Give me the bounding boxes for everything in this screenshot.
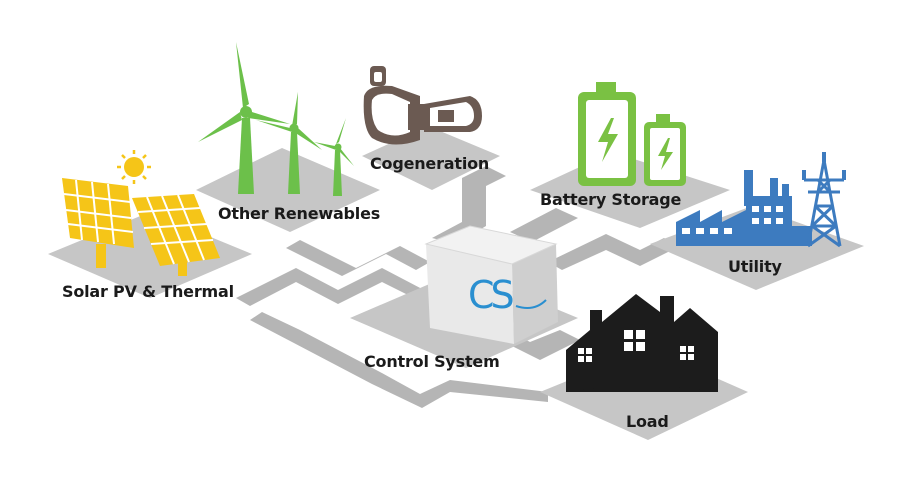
label-solar: Solar PV & Thermal bbox=[62, 282, 234, 301]
connection-paths bbox=[236, 166, 680, 408]
battery-icon bbox=[578, 82, 686, 186]
path-utility bbox=[548, 234, 680, 270]
label-control-system: Control System bbox=[364, 352, 500, 371]
cogeneration-icon bbox=[363, 66, 482, 145]
label-load: Load bbox=[626, 412, 669, 431]
solar-icon bbox=[62, 150, 220, 276]
path-renewables bbox=[286, 240, 430, 276]
path-bottom bbox=[250, 312, 548, 408]
path-battery bbox=[510, 208, 578, 242]
cs-logo-text: CS bbox=[468, 273, 513, 317]
label-other-renewables: Other Renewables bbox=[218, 204, 381, 223]
utility-icon bbox=[676, 152, 846, 248]
label-battery-storage: Battery Storage bbox=[540, 190, 682, 209]
path-solar bbox=[236, 268, 424, 306]
wind-turbine-icon bbox=[198, 42, 354, 196]
control-system-cube bbox=[424, 225, 558, 344]
path-cogeneration bbox=[432, 166, 506, 244]
cs-logo: CS bbox=[468, 273, 547, 317]
house-icon bbox=[566, 294, 718, 392]
label-utility: Utility bbox=[728, 257, 782, 276]
label-cogeneration: Cogeneration bbox=[370, 154, 490, 173]
path-load bbox=[500, 326, 580, 360]
sun-icon bbox=[117, 150, 151, 184]
